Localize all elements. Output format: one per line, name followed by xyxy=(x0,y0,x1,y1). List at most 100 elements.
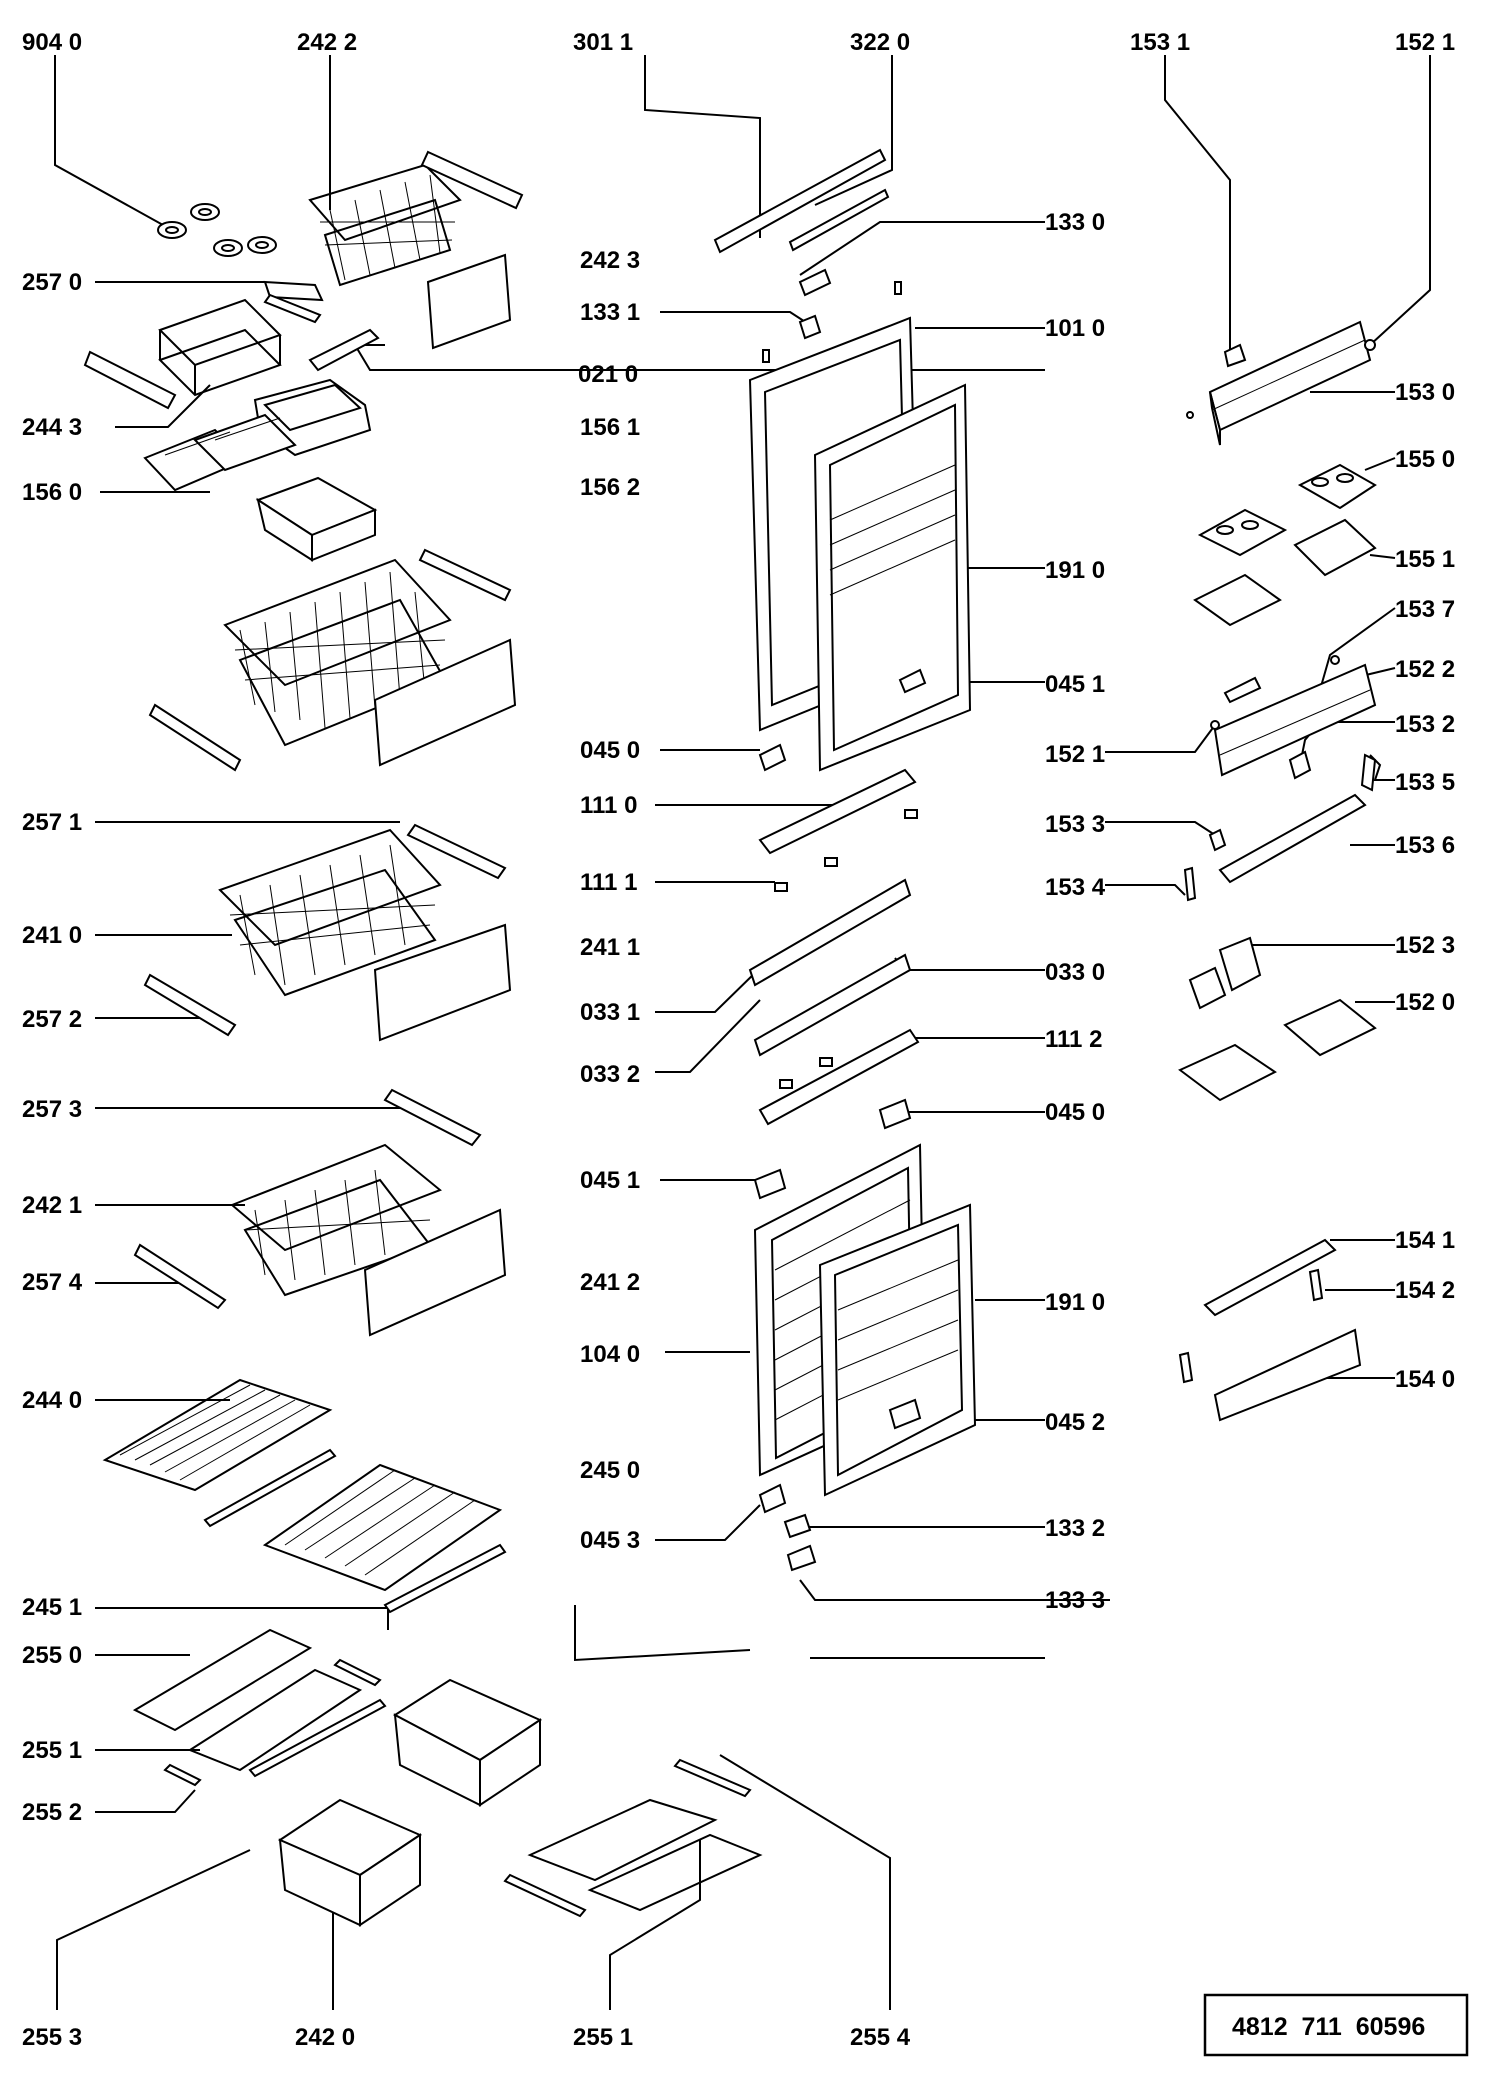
part-label: 152 1 xyxy=(1395,29,1455,56)
tray-part xyxy=(1178,1043,1277,1102)
bar-part xyxy=(753,953,912,1057)
door-bin-part xyxy=(1213,663,1377,777)
part-label: 155 1 xyxy=(1395,546,1455,573)
part-label: 153 1 xyxy=(1130,29,1190,56)
part-label: 257 0 xyxy=(22,269,82,296)
strip-part xyxy=(203,1448,337,1528)
part-label: 152 1 xyxy=(1045,741,1105,768)
rail-part xyxy=(143,973,237,1037)
part-label: 152 0 xyxy=(1395,989,1455,1016)
part-label: 033 0 xyxy=(1045,959,1105,986)
hinge-part xyxy=(753,1168,787,1200)
panel-part xyxy=(426,253,512,350)
part-label: 255 3 xyxy=(22,2024,82,2051)
part-label: 255 1 xyxy=(22,1737,82,1764)
part-label: 153 3 xyxy=(1045,811,1105,838)
clip-part xyxy=(1360,753,1377,792)
leader-lines xyxy=(54,55,1431,2010)
glass-shelf-part xyxy=(187,1668,363,1772)
part-label: 244 0 xyxy=(22,1387,82,1414)
hinge-part xyxy=(758,1483,787,1514)
part-label: 152 3 xyxy=(1395,932,1455,959)
part-label: 045 0 xyxy=(580,737,640,764)
part-label: 133 0 xyxy=(1045,209,1105,236)
part-label: 045 1 xyxy=(580,1167,640,1194)
part-label: 191 0 xyxy=(1045,1289,1105,1316)
bar-part xyxy=(758,768,917,855)
part-label: 045 2 xyxy=(1045,1409,1105,1436)
glass-shelf-part xyxy=(587,1833,763,1912)
part-labels: 904 0 242 2 301 1 322 0 153 1 152 1 133 … xyxy=(22,29,1455,2051)
document-code: 4812 711 60596 xyxy=(1232,2013,1425,2041)
part-label: 255 2 xyxy=(22,1799,82,1826)
part-label: 033 2 xyxy=(580,1061,640,1088)
part-label: 154 2 xyxy=(1395,1277,1455,1304)
rail-part xyxy=(418,548,512,602)
tray-frame-part xyxy=(158,298,282,397)
hinge-part xyxy=(898,668,927,694)
part-label: 045 0 xyxy=(1045,1099,1105,1126)
part-label: 245 0 xyxy=(580,1457,640,1484)
part-label: 242 0 xyxy=(295,2024,355,2051)
part-label: 156 0 xyxy=(22,479,82,506)
part-label: 101 0 xyxy=(1045,315,1105,342)
rail-part xyxy=(406,823,507,880)
rail-part xyxy=(133,1243,227,1310)
part-label: 322 0 xyxy=(850,29,910,56)
part-label: 152 2 xyxy=(1395,656,1455,683)
part-label: 154 0 xyxy=(1395,1366,1455,1393)
wire-shelf-part xyxy=(102,1378,333,1492)
part-label: 255 4 xyxy=(850,2024,911,2051)
crisper-drawer-part xyxy=(277,1678,543,1927)
bar-part xyxy=(1218,793,1367,884)
part-label: 255 0 xyxy=(22,1642,82,1669)
parts-drawings xyxy=(83,148,1377,1927)
strip-part xyxy=(163,1763,202,1787)
part-label: 104 0 xyxy=(580,1341,640,1368)
egg-tray-part xyxy=(1197,508,1288,557)
rail-part xyxy=(263,280,324,302)
part-label: 111 2 xyxy=(1045,1026,1102,1053)
door-bin-part xyxy=(1213,1328,1362,1422)
clip-part xyxy=(1223,343,1247,368)
shelf-frame-part xyxy=(132,1628,313,1732)
egg-tray-part xyxy=(1297,463,1377,510)
part-label: 242 2 xyxy=(297,29,357,56)
part-label: 156 1 xyxy=(580,414,640,441)
tray-part xyxy=(1193,573,1282,627)
small-drawer-part xyxy=(255,476,378,562)
top-bar-part xyxy=(713,148,887,254)
part-label: 242 1 xyxy=(22,1192,82,1219)
document-code-box: 4812 711 60596 xyxy=(1203,1993,1469,2057)
bar-part xyxy=(748,878,912,987)
part-label: 133 2 xyxy=(1045,1515,1105,1542)
hinge-part xyxy=(888,1398,922,1430)
clip-part xyxy=(333,1658,382,1687)
part-label: 257 1 xyxy=(22,809,82,836)
bracket-part xyxy=(308,328,380,372)
strip-part xyxy=(248,1698,387,1778)
strip-part xyxy=(673,1758,752,1798)
part-label: 191 0 xyxy=(1045,557,1105,584)
part-label: 154 1 xyxy=(1395,1227,1455,1254)
door-gasket-part xyxy=(813,383,972,772)
tray-part xyxy=(1283,998,1377,1057)
part-label: 241 0 xyxy=(22,922,82,949)
clip-part xyxy=(1183,866,1197,902)
front-panel-part xyxy=(363,1208,507,1337)
glass-shelf-part xyxy=(527,1798,718,1882)
clip-part xyxy=(1288,750,1312,780)
clip-part xyxy=(1223,676,1262,704)
part-label: 904 0 xyxy=(22,29,82,56)
part-label: 133 1 xyxy=(580,299,640,326)
part-label: 153 0 xyxy=(1395,379,1455,406)
hinge-part xyxy=(798,268,832,297)
part-label: 153 5 xyxy=(1395,769,1455,796)
hinge-part xyxy=(786,1544,817,1572)
part-label: 153 7 xyxy=(1395,596,1455,623)
clip-part xyxy=(1364,339,1376,351)
part-label: 153 4 xyxy=(1045,874,1106,901)
part-label: 111 0 xyxy=(580,792,637,819)
hinge-part xyxy=(783,1513,812,1539)
